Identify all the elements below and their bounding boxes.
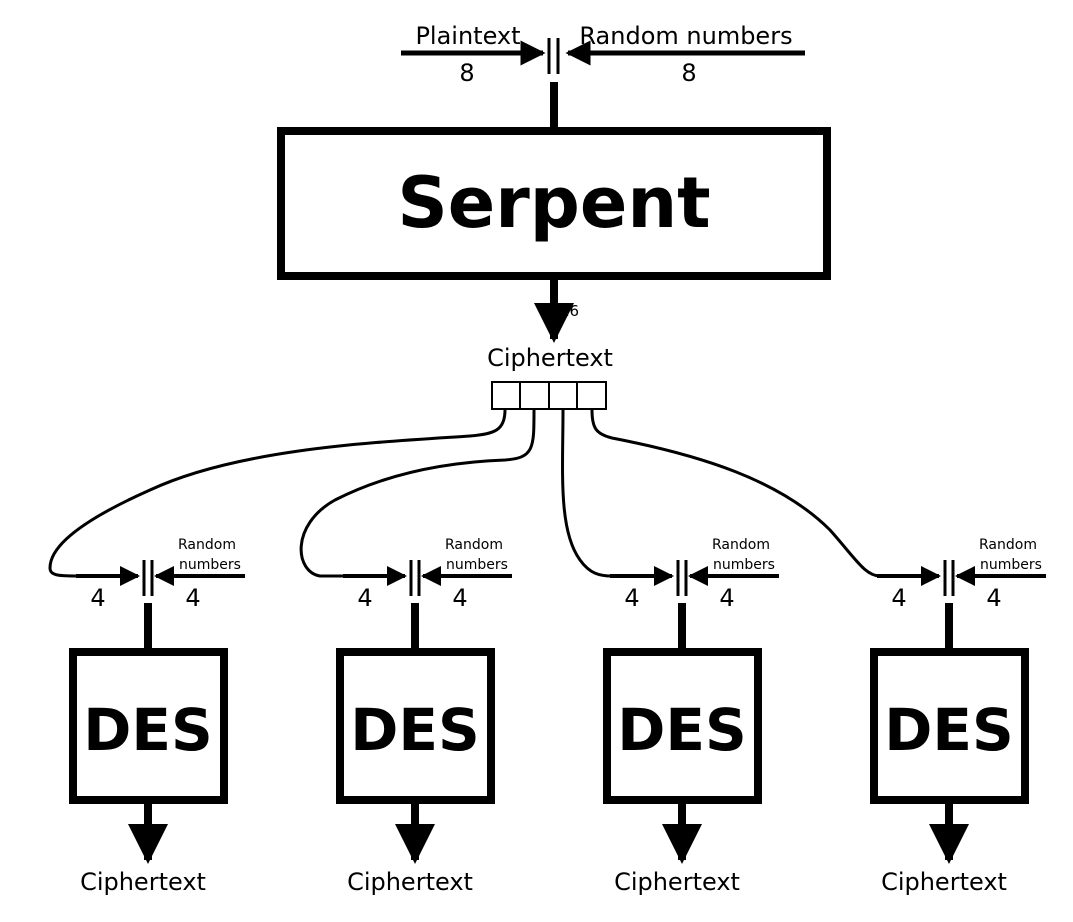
serpent-box xyxy=(277,127,831,280)
des-box xyxy=(69,648,228,804)
random-numbers-line2: numbers xyxy=(446,557,508,573)
connector-curve-4 xyxy=(590,409,881,578)
des-box xyxy=(870,648,1029,804)
random-numbers-line1: Random xyxy=(445,537,503,553)
des-ciphertext-label: Ciphertext xyxy=(347,868,473,896)
plaintext-bits: 8 xyxy=(459,59,474,87)
des-ciphertext-label: Ciphertext xyxy=(80,868,206,896)
connector-curve-1 xyxy=(48,409,507,578)
register-cell-2 xyxy=(519,381,550,410)
des-box xyxy=(336,648,495,804)
register-cell-4 xyxy=(576,381,607,410)
connector-curve-2 xyxy=(299,409,536,578)
des-label: DES xyxy=(617,696,747,764)
random-numbers-line2: numbers xyxy=(713,557,775,573)
serpent-ciphertext-label: Ciphertext xyxy=(487,344,613,372)
random-numbers-line2: numbers xyxy=(179,557,241,573)
des-right-bits: 4 xyxy=(185,584,200,612)
des-left-bits: 4 xyxy=(624,584,639,612)
split-connectors xyxy=(48,409,881,578)
serpent-output-bits: 16 xyxy=(560,302,579,320)
plaintext-label: Plaintext xyxy=(415,22,520,50)
des-right-bits: 4 xyxy=(452,584,467,612)
des-left-bits: 4 xyxy=(90,584,105,612)
register-cell-3 xyxy=(548,381,578,410)
des-ciphertext-label: Ciphertext xyxy=(614,868,740,896)
random-numbers-bits: 8 xyxy=(681,59,696,87)
ciphertext-register xyxy=(491,381,607,410)
des-right-bits: 4 xyxy=(719,584,734,612)
top-concat: Plaintext 8 Random numbers 8 xyxy=(401,22,805,130)
random-numbers-line1: Random xyxy=(712,537,770,553)
des-left-bits: 4 xyxy=(891,584,906,612)
register-cell-1 xyxy=(491,381,521,410)
des-right-bits: 4 xyxy=(986,584,1001,612)
des-ciphertext-label: Ciphertext xyxy=(881,868,1007,896)
random-numbers-label: Random numbers xyxy=(579,22,792,50)
des-left-bits: 4 xyxy=(357,584,372,612)
connector-curve-3 xyxy=(561,409,613,578)
des-box xyxy=(603,648,762,804)
random-numbers-line1: Random xyxy=(178,537,236,553)
serpent-label: Serpent xyxy=(397,162,710,244)
serpent-block: Serpent 16 Ciphertext xyxy=(277,127,831,372)
random-numbers-line1: Random xyxy=(979,537,1037,553)
des-label: DES xyxy=(350,696,480,764)
des-label: DES xyxy=(83,696,213,764)
random-numbers-line2: numbers xyxy=(980,557,1042,573)
des-label: DES xyxy=(884,696,1014,764)
